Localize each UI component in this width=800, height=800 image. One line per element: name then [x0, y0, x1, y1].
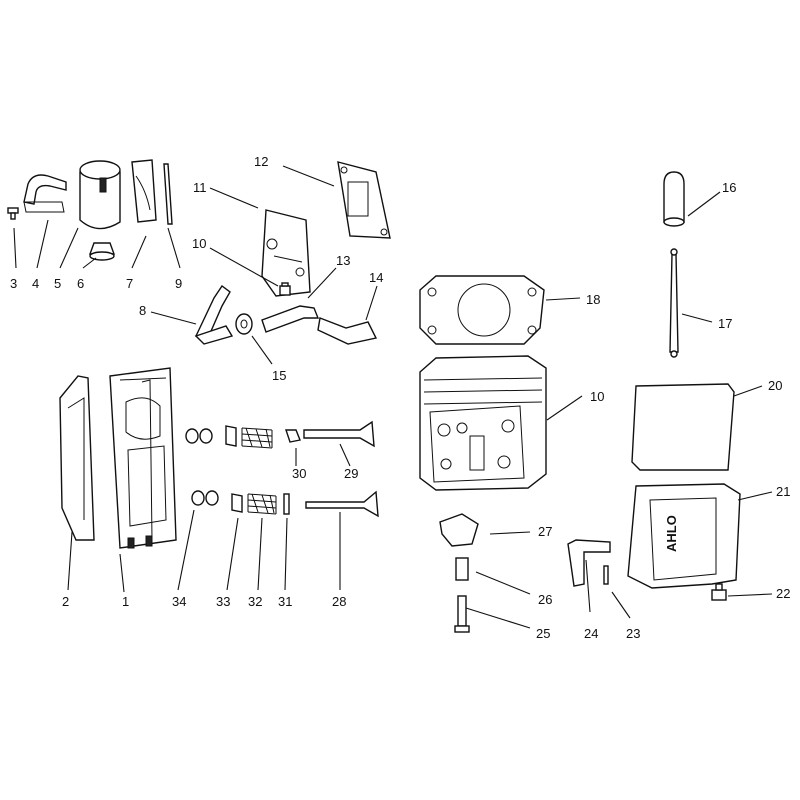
part-28-valve: [305, 490, 379, 518]
label-26: 26: [538, 592, 552, 607]
label-7: 7: [126, 276, 133, 291]
label-12: 12: [254, 154, 268, 169]
part-10-screw-top: [279, 282, 291, 296]
label-21: 21: [776, 484, 790, 499]
label-2: 2: [62, 594, 69, 609]
part-retainer-upper: [225, 425, 237, 447]
label-31: 31: [278, 594, 292, 609]
part-8-elbow-hose: [194, 284, 234, 345]
part-31-seal: [283, 493, 290, 515]
label-9: 9: [175, 276, 182, 291]
part-30-seal: [285, 429, 301, 443]
part-18-head-gasket: [419, 275, 545, 345]
label-5: 5: [54, 276, 61, 291]
part-33-retainer: [231, 493, 243, 513]
label-8: 8: [139, 303, 146, 318]
label-29: 29: [344, 466, 358, 481]
part-9-gasket: [163, 163, 173, 225]
label-27: 27: [538, 524, 552, 539]
part-3-screw: [7, 207, 19, 220]
label-10-head: 10: [590, 389, 604, 404]
label-17: 17: [718, 316, 732, 331]
label-1: 1: [122, 594, 129, 609]
label-32: 32: [248, 594, 262, 609]
part-4-clip: [23, 174, 67, 213]
part-7-reed-plate: [131, 159, 157, 223]
valve-cover-emboss: AHLO: [664, 515, 679, 552]
part-16-tappet: [663, 171, 685, 227]
part-25-bolt: [454, 595, 470, 633]
part-27-deflector: [439, 513, 479, 547]
part-29-valve: [303, 420, 375, 448]
part-23-pin: [603, 565, 609, 585]
leader-lines: [13, 165, 773, 629]
label-10-upper: 10: [192, 236, 206, 251]
part-spring-upper: [241, 427, 273, 449]
label-15: 15: [272, 368, 286, 383]
part-21-valve-cover: AHLO: [627, 483, 741, 589]
part-12-plate: [337, 161, 391, 239]
label-3: 3: [10, 276, 17, 291]
label-25: 25: [536, 626, 550, 641]
label-4: 4: [32, 276, 39, 291]
part-6-cap: [89, 242, 115, 261]
part-number-labels: 3 4 5 6 7 9 8 10 11 12 13 14 15 18 10 16…: [10, 154, 790, 641]
label-30: 30: [292, 466, 306, 481]
label-20: 20: [768, 378, 782, 393]
part-17-push-rod: [669, 248, 679, 358]
label-14: 14: [369, 270, 383, 285]
label-23: 23: [626, 626, 640, 641]
label-6: 6: [77, 276, 84, 291]
label-22: 22: [776, 586, 790, 601]
part-20-cover-gasket: [631, 383, 735, 471]
part-24-bracket: [567, 539, 611, 587]
part-keepers-upper: [185, 428, 213, 444]
part-34-keepers: [191, 490, 219, 506]
label-24: 24: [584, 626, 598, 641]
part-15-coupler: [235, 313, 253, 335]
label-28: 28: [332, 594, 346, 609]
part-22-bolt: [711, 583, 727, 601]
part-13-hose: [261, 305, 320, 333]
part-2-side-cover: [59, 375, 95, 541]
label-16: 16: [722, 180, 736, 195]
part-5-breather-housing: [79, 160, 121, 230]
part-10-cylinder-head: [419, 355, 547, 491]
part-14-bent-hose: [317, 317, 378, 345]
label-11: 11: [193, 180, 207, 195]
part-26-spacer: [455, 557, 469, 581]
label-18: 18: [586, 292, 600, 307]
label-33: 33: [216, 594, 230, 609]
part-11-cover: [261, 209, 311, 297]
label-34: 34: [172, 594, 186, 609]
part-1-crankcase: [109, 367, 177, 549]
label-13: 13: [336, 253, 350, 268]
part-32-spring: [247, 493, 277, 515]
